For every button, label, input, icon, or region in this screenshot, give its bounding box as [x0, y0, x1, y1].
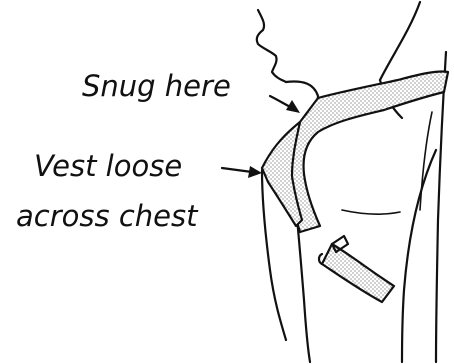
- vest-shoulder-strap: [288, 71, 449, 232]
- torso-back-outline: [436, 52, 446, 362]
- vest-buckle-strap: [322, 244, 394, 302]
- arm-back-outline: [402, 150, 436, 362]
- across-chest-label: across chest: [16, 199, 199, 233]
- head-profile-outline: [257, 10, 286, 82]
- back-of-head-outline: [380, 2, 420, 80]
- underarm-line: [342, 210, 400, 214]
- loose-arrow: [222, 166, 262, 178]
- snug-arrow: [270, 96, 300, 113]
- snug-label: Snug here: [82, 69, 231, 103]
- vest-loose-label: Vest loose: [34, 149, 182, 183]
